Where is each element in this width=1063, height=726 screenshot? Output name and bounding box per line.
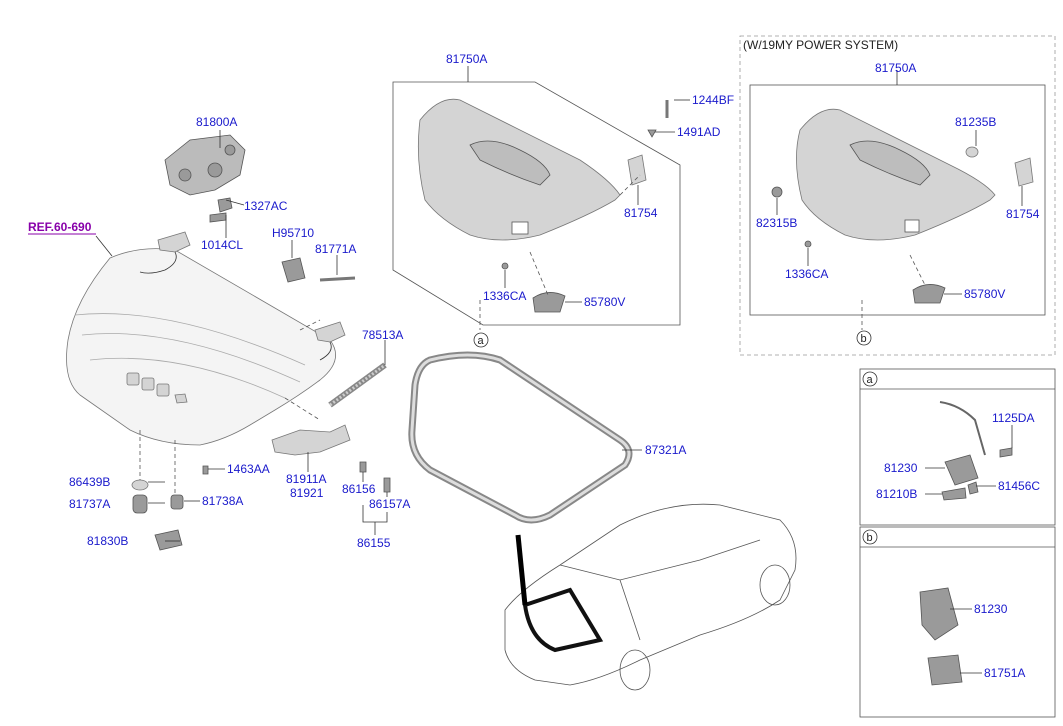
actuator-b [919,587,959,641]
label-81800a[interactable]: 81800A [196,115,237,129]
label-86155[interactable]: 86155 [357,536,391,550]
stopper-81738a [170,494,184,510]
label-1125da[interactable]: 1125DA [992,411,1034,425]
switch-81751a [927,654,963,686]
circle-label-b: b [861,333,867,345]
label-1336ca-alt[interactable]: 1336CA [785,267,828,281]
label-81754-alt[interactable]: 81754 [1006,207,1040,221]
label-86156[interactable]: 86156 [342,482,376,496]
label-81911a[interactable]: 81911A [286,472,326,486]
stopper-81737a [132,494,148,514]
leader-lines [148,66,1023,674]
label-81771a[interactable]: 81771A [315,242,356,256]
label-81235b[interactable]: 81235B [955,115,996,129]
label-81210b[interactable]: 81210B [876,487,917,501]
actuator-a [939,401,1013,501]
label-81750a-alt[interactable]: 81750A [875,61,916,75]
box-a-tag-label: a [867,374,874,386]
trunk-latch [164,134,246,223]
label-81830b[interactable]: 81830B [87,534,128,548]
detail-box-a [859,368,1056,526]
label-81737a[interactable]: 81737A [69,497,110,511]
emblem-left [126,372,140,386]
part-h95710 [281,257,306,283]
label-81751a[interactable]: 81751A [984,666,1025,680]
label-81754-main[interactable]: 81754 [624,206,658,220]
detail-box-b [859,526,1056,718]
label-78513a[interactable]: 78513A [362,328,403,342]
label-1491ad[interactable]: 1491AD [677,125,721,139]
hinge-left [139,231,191,274]
label-81230-a[interactable]: 81230 [884,461,918,475]
emblem-right [156,383,170,397]
hinge-right [314,321,346,361]
label-81921[interactable]: 81921 [290,486,324,500]
label-81738a[interactable]: 81738A [202,494,243,508]
bumper-86439b [131,479,149,491]
power-system-frame [739,35,1056,356]
label-85780v-main[interactable]: 85780V [584,295,625,309]
box-b-tag [862,529,878,545]
label-1336ca-main[interactable]: 1336CA [483,289,526,303]
label-81230-b[interactable]: 81230 [974,602,1008,616]
label-1463aa[interactable]: 1463AA [227,462,270,476]
circle-marker-a [473,332,489,348]
label-86439b[interactable]: 86439B [69,475,110,489]
power-trim-box [749,84,1046,316]
trim-panel-box [392,81,681,330]
label-h95710[interactable]: H95710 [272,226,314,240]
label-85780v-alt[interactable]: 85780V [964,287,1005,301]
car-illustration [504,503,797,691]
label-87321a[interactable]: 87321A [645,443,686,457]
section-title-power-system: (W/19MY POWER SYSTEM) [743,38,898,52]
ref-link[interactable]: REF.60-690 [28,220,92,234]
label-82315b[interactable]: 82315B [756,216,797,230]
trunk-lid [66,248,337,446]
circle-marker-b [856,330,872,346]
label-1327ac[interactable]: 1327AC [244,199,288,213]
label-86157a[interactable]: 86157A [369,497,410,511]
label-81750a-main[interactable]: 81750A [446,52,487,66]
weatherstrip [408,351,633,524]
power-trim-panel [771,108,1034,330]
bracket-81911a [271,424,351,456]
box-b-tag-label: b [867,532,873,544]
circle-label-a: a [478,335,485,347]
emblem-mid [141,377,155,391]
switch-81830b [154,529,183,551]
box-a-tag [862,371,878,387]
label-1014cl[interactable]: 1014CL [201,238,243,252]
label-81456c[interactable]: 81456C [998,479,1040,493]
gas-spring [328,362,387,408]
label-1244bf[interactable]: 1244BF [692,93,734,107]
